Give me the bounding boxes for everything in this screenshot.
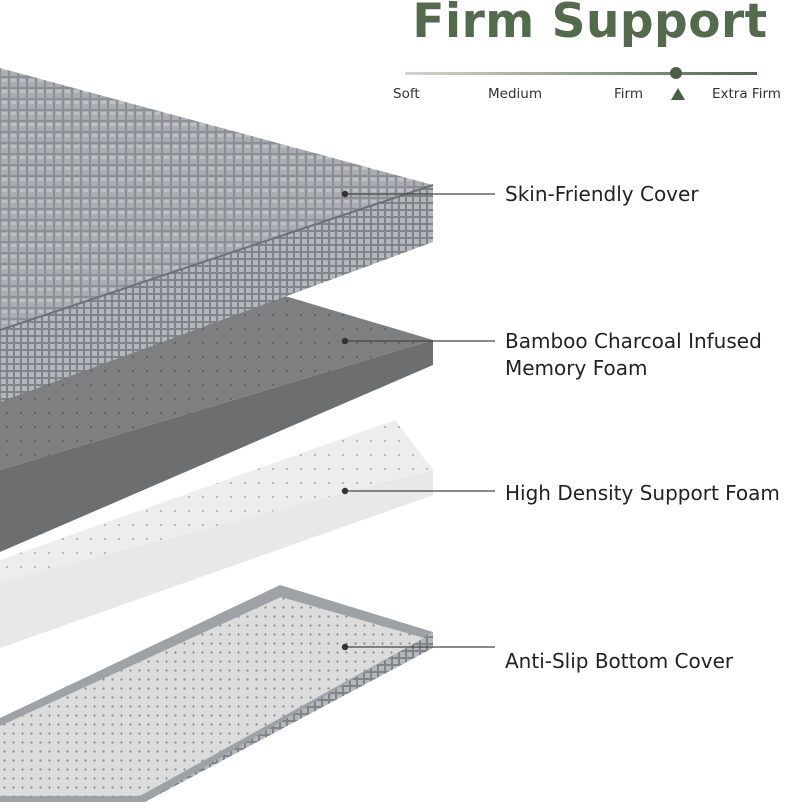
support-foam-layer xyxy=(0,420,433,648)
label-memory-foam: Bamboo Charcoal Infused Memory Foam xyxy=(505,328,762,382)
label-line: Memory Foam xyxy=(505,356,648,380)
firmness-level-firm: Firm xyxy=(614,86,643,102)
label-anti-slip-cover: Anti-Slip Bottom Cover xyxy=(505,648,733,675)
label-skin-friendly-cover: Skin-Friendly Cover xyxy=(505,181,699,208)
label-support-foam: High Density Support Foam xyxy=(505,480,780,507)
callout-lines xyxy=(345,193,495,648)
label-line: High Density Support Foam xyxy=(505,481,780,505)
knit-cover-layer xyxy=(0,68,434,402)
firmness-level-soft: Soft xyxy=(393,86,420,102)
firmness-scale-track xyxy=(405,72,757,75)
firmness-level-medium: Medium xyxy=(488,86,542,102)
callout-dots xyxy=(341,190,349,651)
anti-slip-bottom-layer xyxy=(0,585,433,802)
label-line: Bamboo Charcoal Infused xyxy=(505,329,762,353)
firmness-level-extra-firm: Extra Firm xyxy=(712,86,781,102)
page-title: Firm Support xyxy=(412,0,768,49)
firmness-indicator-knob xyxy=(670,67,682,79)
label-line: Skin-Friendly Cover xyxy=(505,182,699,206)
label-line: Anti-Slip Bottom Cover xyxy=(505,649,734,673)
memory-foam-layer xyxy=(0,296,433,552)
selected-level-triangle-icon xyxy=(671,88,685,100)
